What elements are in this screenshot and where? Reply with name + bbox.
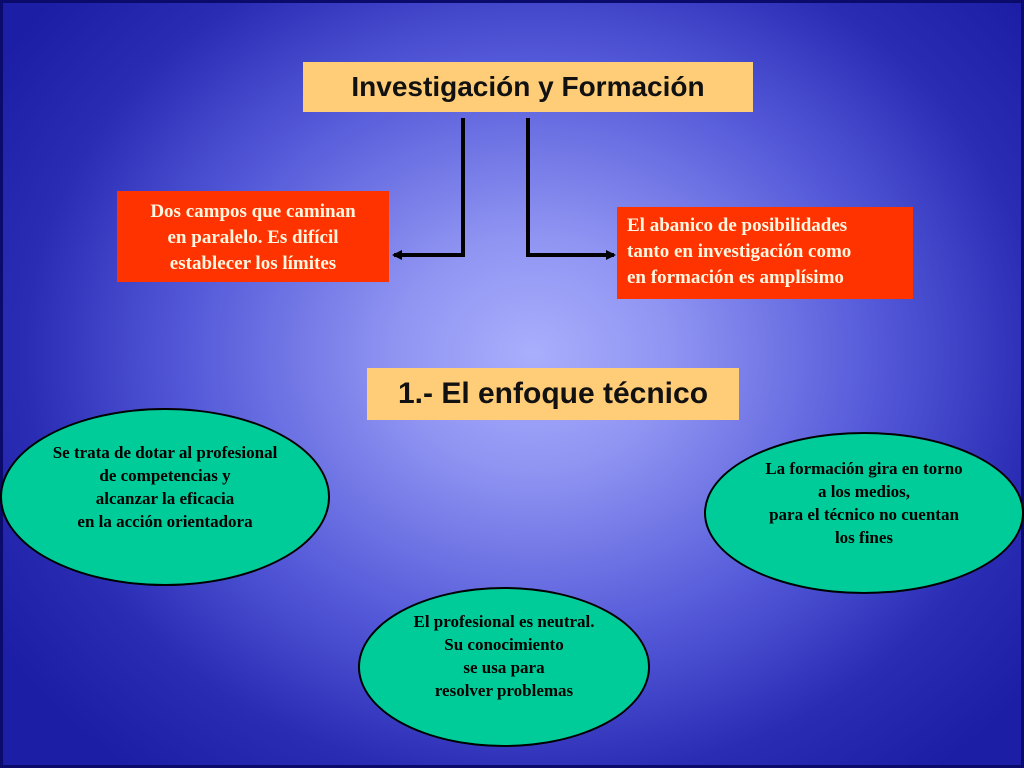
oval-line: de competencias y <box>99 466 231 485</box>
oval-competencias: Se trata de dotar al profesional de comp… <box>0 408 330 586</box>
oval-line: Se trata de dotar al profesional <box>52 443 278 462</box>
oval-line: Su conocimiento <box>444 635 564 654</box>
right-note-box: El abanico de posibilidades tanto en inv… <box>617 207 913 299</box>
oval-line: resolver problemas <box>434 681 574 700</box>
connector-left <box>392 118 465 260</box>
oval-line: La formación gira en torno <box>765 459 963 478</box>
left-note-box: Dos campos que caminan en paralelo. Es d… <box>117 191 389 282</box>
left-note-line: establecer los límites <box>169 253 337 274</box>
oval-line: se usa para <box>463 658 545 677</box>
right-note-line: El abanico de posibilidades <box>627 215 848 236</box>
oval-line: alcanzar la eficacia <box>95 489 235 508</box>
oval-line: a los medios, <box>817 482 911 501</box>
right-note-line: en formación es amplísimo <box>627 267 844 288</box>
oval-line: El profesional es neutral. <box>413 612 595 631</box>
left-note-line: Dos campos que caminan <box>150 201 356 222</box>
section-subtitle: 1.- El enfoque técnico <box>367 368 739 420</box>
connector-right <box>526 118 616 260</box>
oval-line: para el técnico no cuentan <box>769 505 959 524</box>
oval-line: los fines <box>834 528 894 547</box>
right-note-line: tanto en investigación como <box>627 241 852 262</box>
main-title: Investigación y Formación <box>303 62 753 112</box>
left-note-line: en paralelo. Es difícil <box>167 227 339 248</box>
oval-line: en la acción orientadora <box>77 512 253 531</box>
oval-medios: La formación gira en torno a los medios,… <box>704 432 1024 594</box>
oval-neutral: El profesional es neutral. Su conocimien… <box>358 587 650 747</box>
